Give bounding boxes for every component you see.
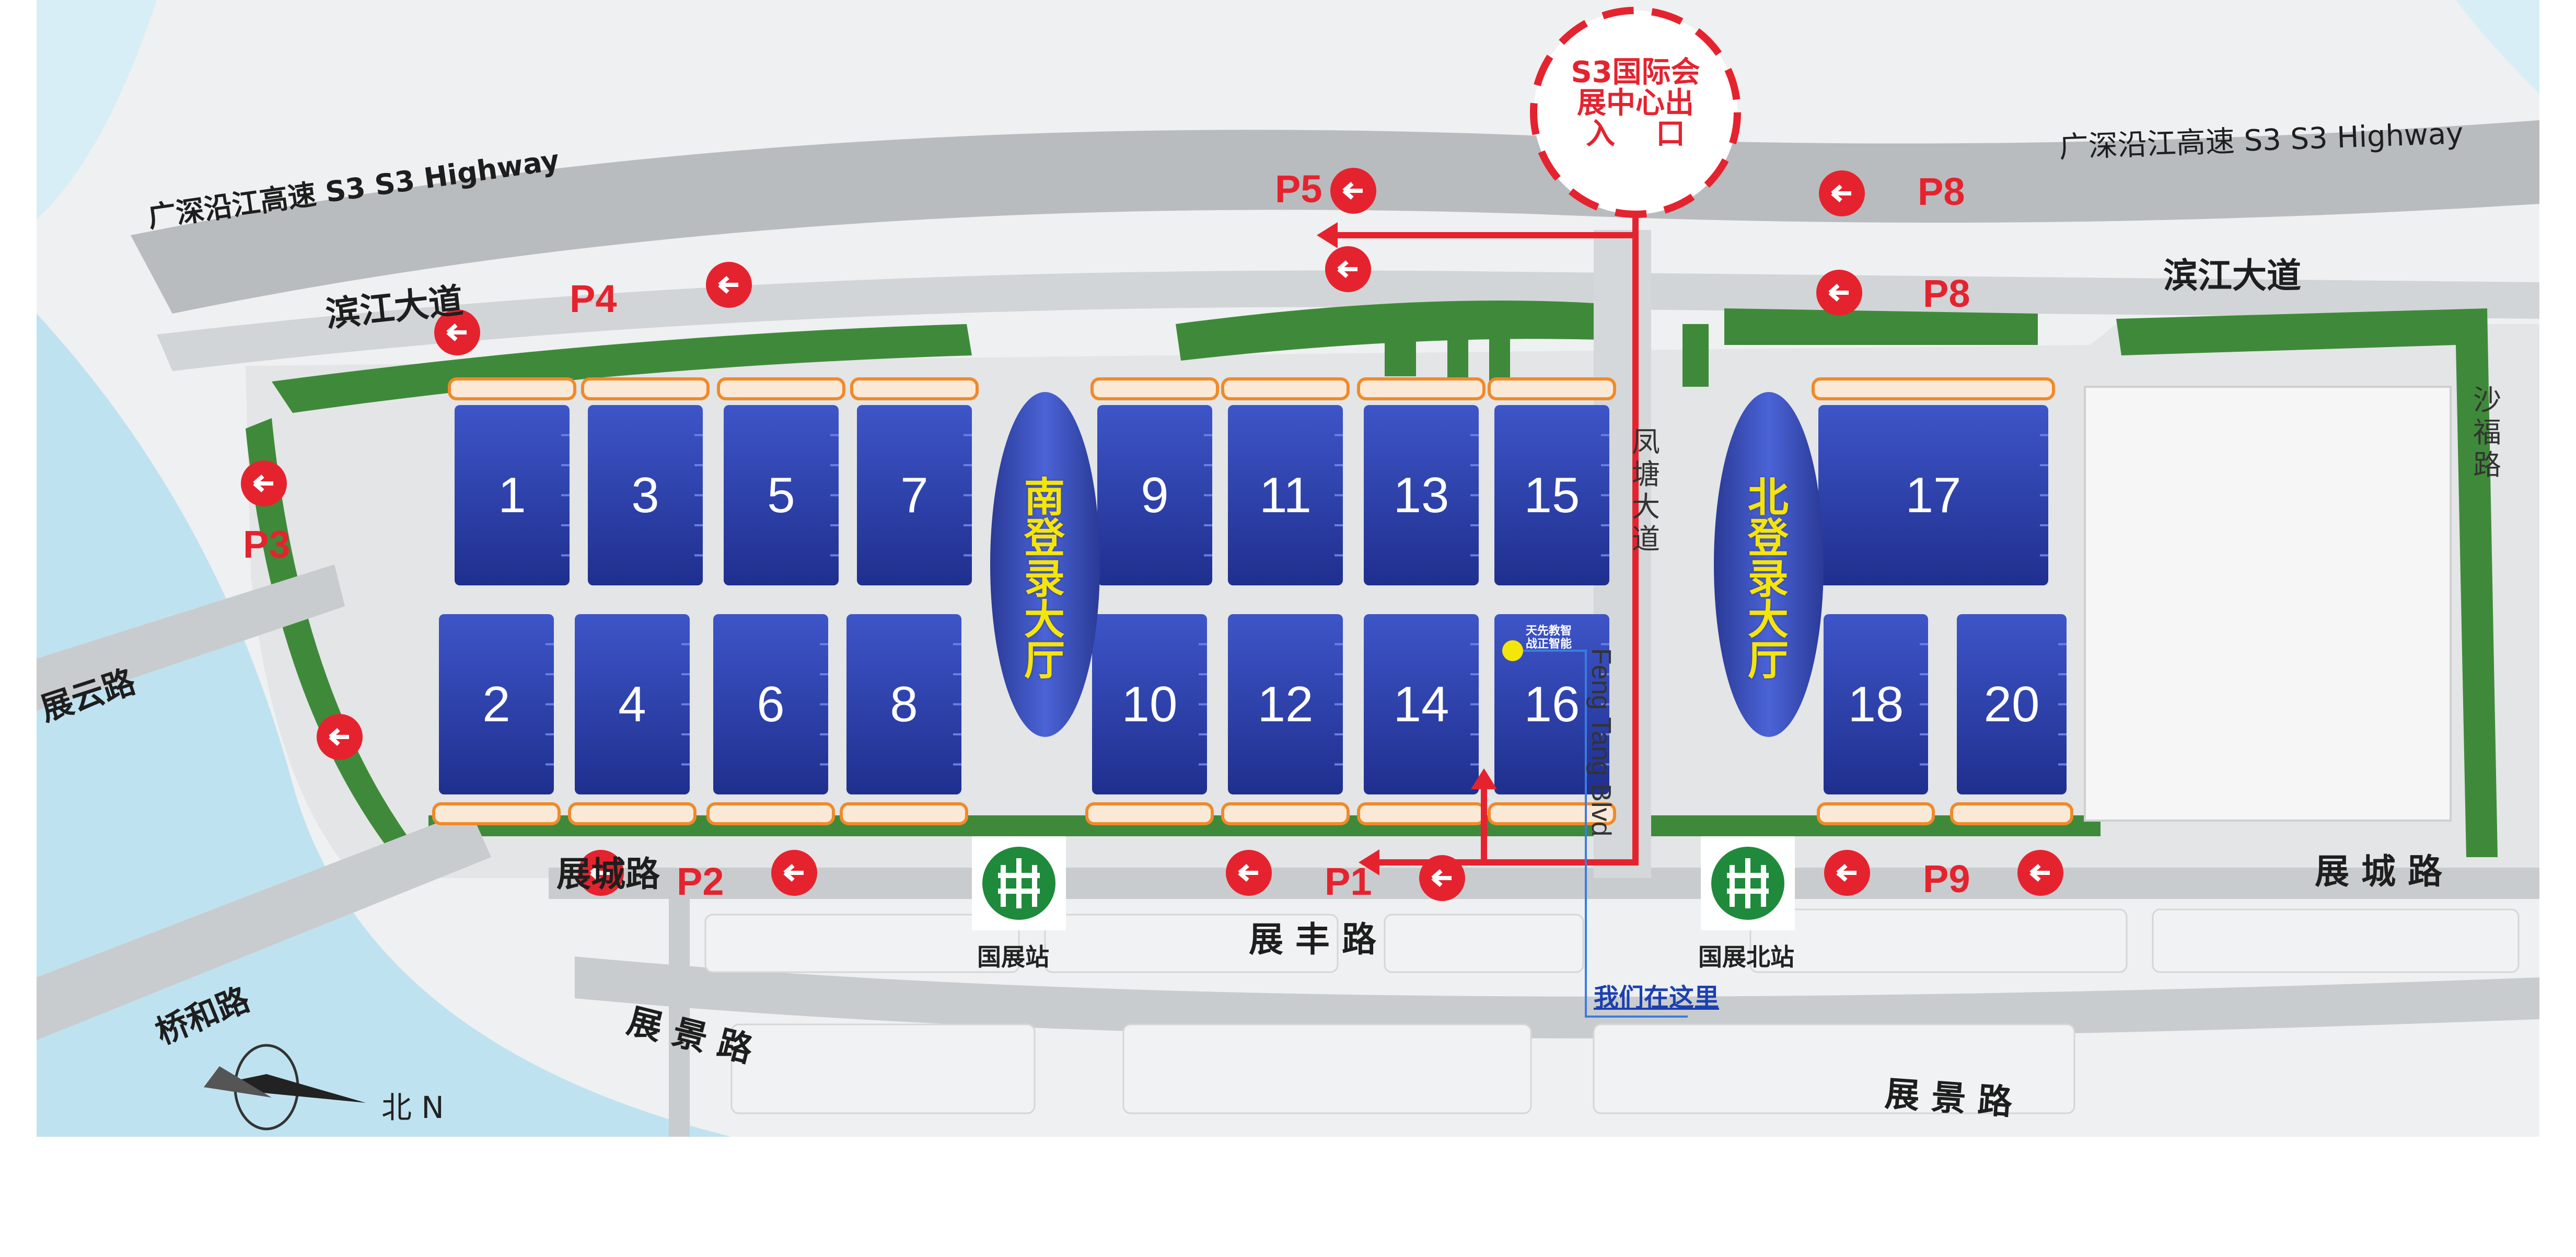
hall-8-building[interactable] (846, 614, 961, 794)
parking-count-badge (448, 377, 576, 400)
s3-exit-circle (1530, 7, 1741, 218)
shafu-road: 沙福路 (2473, 384, 2501, 482)
parking-count-badge (1817, 802, 1935, 825)
south-lobby-label: 南登录大厅 (1017, 476, 1064, 679)
parking-p1[interactable]: P1 (1325, 860, 1372, 903)
parking-count-badge (1085, 802, 1214, 825)
parking-p4[interactable]: P4 (570, 277, 617, 320)
hall-13-building[interactable] (1364, 405, 1479, 585)
hall-20-building[interactable] (1957, 614, 2067, 794)
parking-count-badge (1221, 802, 1350, 825)
parking-count-badge (706, 802, 835, 825)
binjiang-road-right: 滨江大道 (2163, 256, 2301, 296)
here-label[interactable]: 我们在这里 (1594, 983, 1720, 1012)
parking-count-badge (581, 377, 710, 400)
north-lobby-building (1714, 392, 1824, 737)
parking-p8-bottom[interactable]: P8 (1923, 272, 1970, 315)
parking-count-badge (1357, 377, 1486, 400)
hall-10-building[interactable] (1092, 614, 1207, 794)
parking-count-badge (1812, 377, 2055, 400)
hall-7-building[interactable] (857, 405, 972, 585)
hall-14-building[interactable] (1364, 614, 1479, 794)
hall-11-building[interactable] (1228, 405, 1343, 585)
booth-marker (1502, 640, 1523, 661)
parking-count-badge (568, 802, 697, 825)
parking-count-badge (1488, 802, 1616, 825)
zhanjing-road-right: 展 景 路 (1884, 1074, 2014, 1123)
hall-12-building[interactable] (1228, 614, 1343, 794)
parking-p5[interactable]: P5 (1275, 167, 1322, 211)
parking-p9[interactable]: P9 (1923, 857, 1970, 901)
parking-count-badge (850, 377, 979, 400)
parking-p3[interactable]: P3 (243, 523, 291, 566)
fengtang-road-en: Feng Tang Blvd (1586, 648, 1616, 837)
route-arrowhead (1317, 222, 1338, 248)
parking-count-badge (1090, 377, 1219, 400)
guozhan-north-station-label: 国展北站 (1698, 943, 1794, 971)
parking-count-badge (840, 802, 968, 825)
parking-count-badge (717, 377, 845, 400)
parking-p8-top[interactable]: P8 (1918, 170, 1965, 213)
hall-4-building[interactable] (575, 614, 690, 794)
here-pointer-line (1513, 650, 1688, 1018)
guozhan-station-label: 国展站 (977, 943, 1049, 971)
zhanfeng-road: 展 丰 路 (1249, 919, 1376, 960)
booth-label: 天先教智 战正智能 (1526, 625, 1572, 651)
hall-3-building[interactable] (588, 405, 703, 585)
hall-1-building[interactable] (455, 405, 570, 585)
compass-icon (204, 1044, 366, 1131)
zhancheng-road-left: 展城路 (556, 854, 660, 894)
hall-18-building[interactable] (1824, 614, 1928, 794)
parking-count-badge (1950, 802, 2073, 825)
hall-6-building[interactable] (713, 614, 828, 794)
fengtang-road-cn: 凤塘大道 (1632, 425, 1660, 556)
highway-s3 (131, 120, 2539, 314)
hall-17-building[interactable] (1818, 405, 2048, 585)
compass-label: 北 N (381, 1090, 444, 1125)
hall-5-building[interactable] (724, 405, 839, 585)
hall-2-building[interactable] (439, 614, 554, 794)
hall-15-building[interactable] (1494, 405, 1609, 585)
parking-count-badge (432, 802, 561, 825)
parking-p2[interactable]: P2 (677, 860, 724, 903)
zhancheng-road-right: 展 城 路 (2315, 851, 2442, 892)
parking-count-badge (1221, 377, 1350, 400)
hall-9-building[interactable] (1097, 405, 1212, 585)
hall-16-building[interactable] (1494, 614, 1609, 794)
parking-count-badge (1488, 377, 1616, 400)
north-lobby-label: 北登录大厅 (1740, 476, 1788, 679)
south-lobby-building (990, 392, 1100, 737)
parking-count-badge (1357, 802, 1486, 825)
s3-exit-label: S3国际会 展中心出 入 口 (1571, 55, 1700, 151)
route-arrow (1338, 214, 1639, 866)
